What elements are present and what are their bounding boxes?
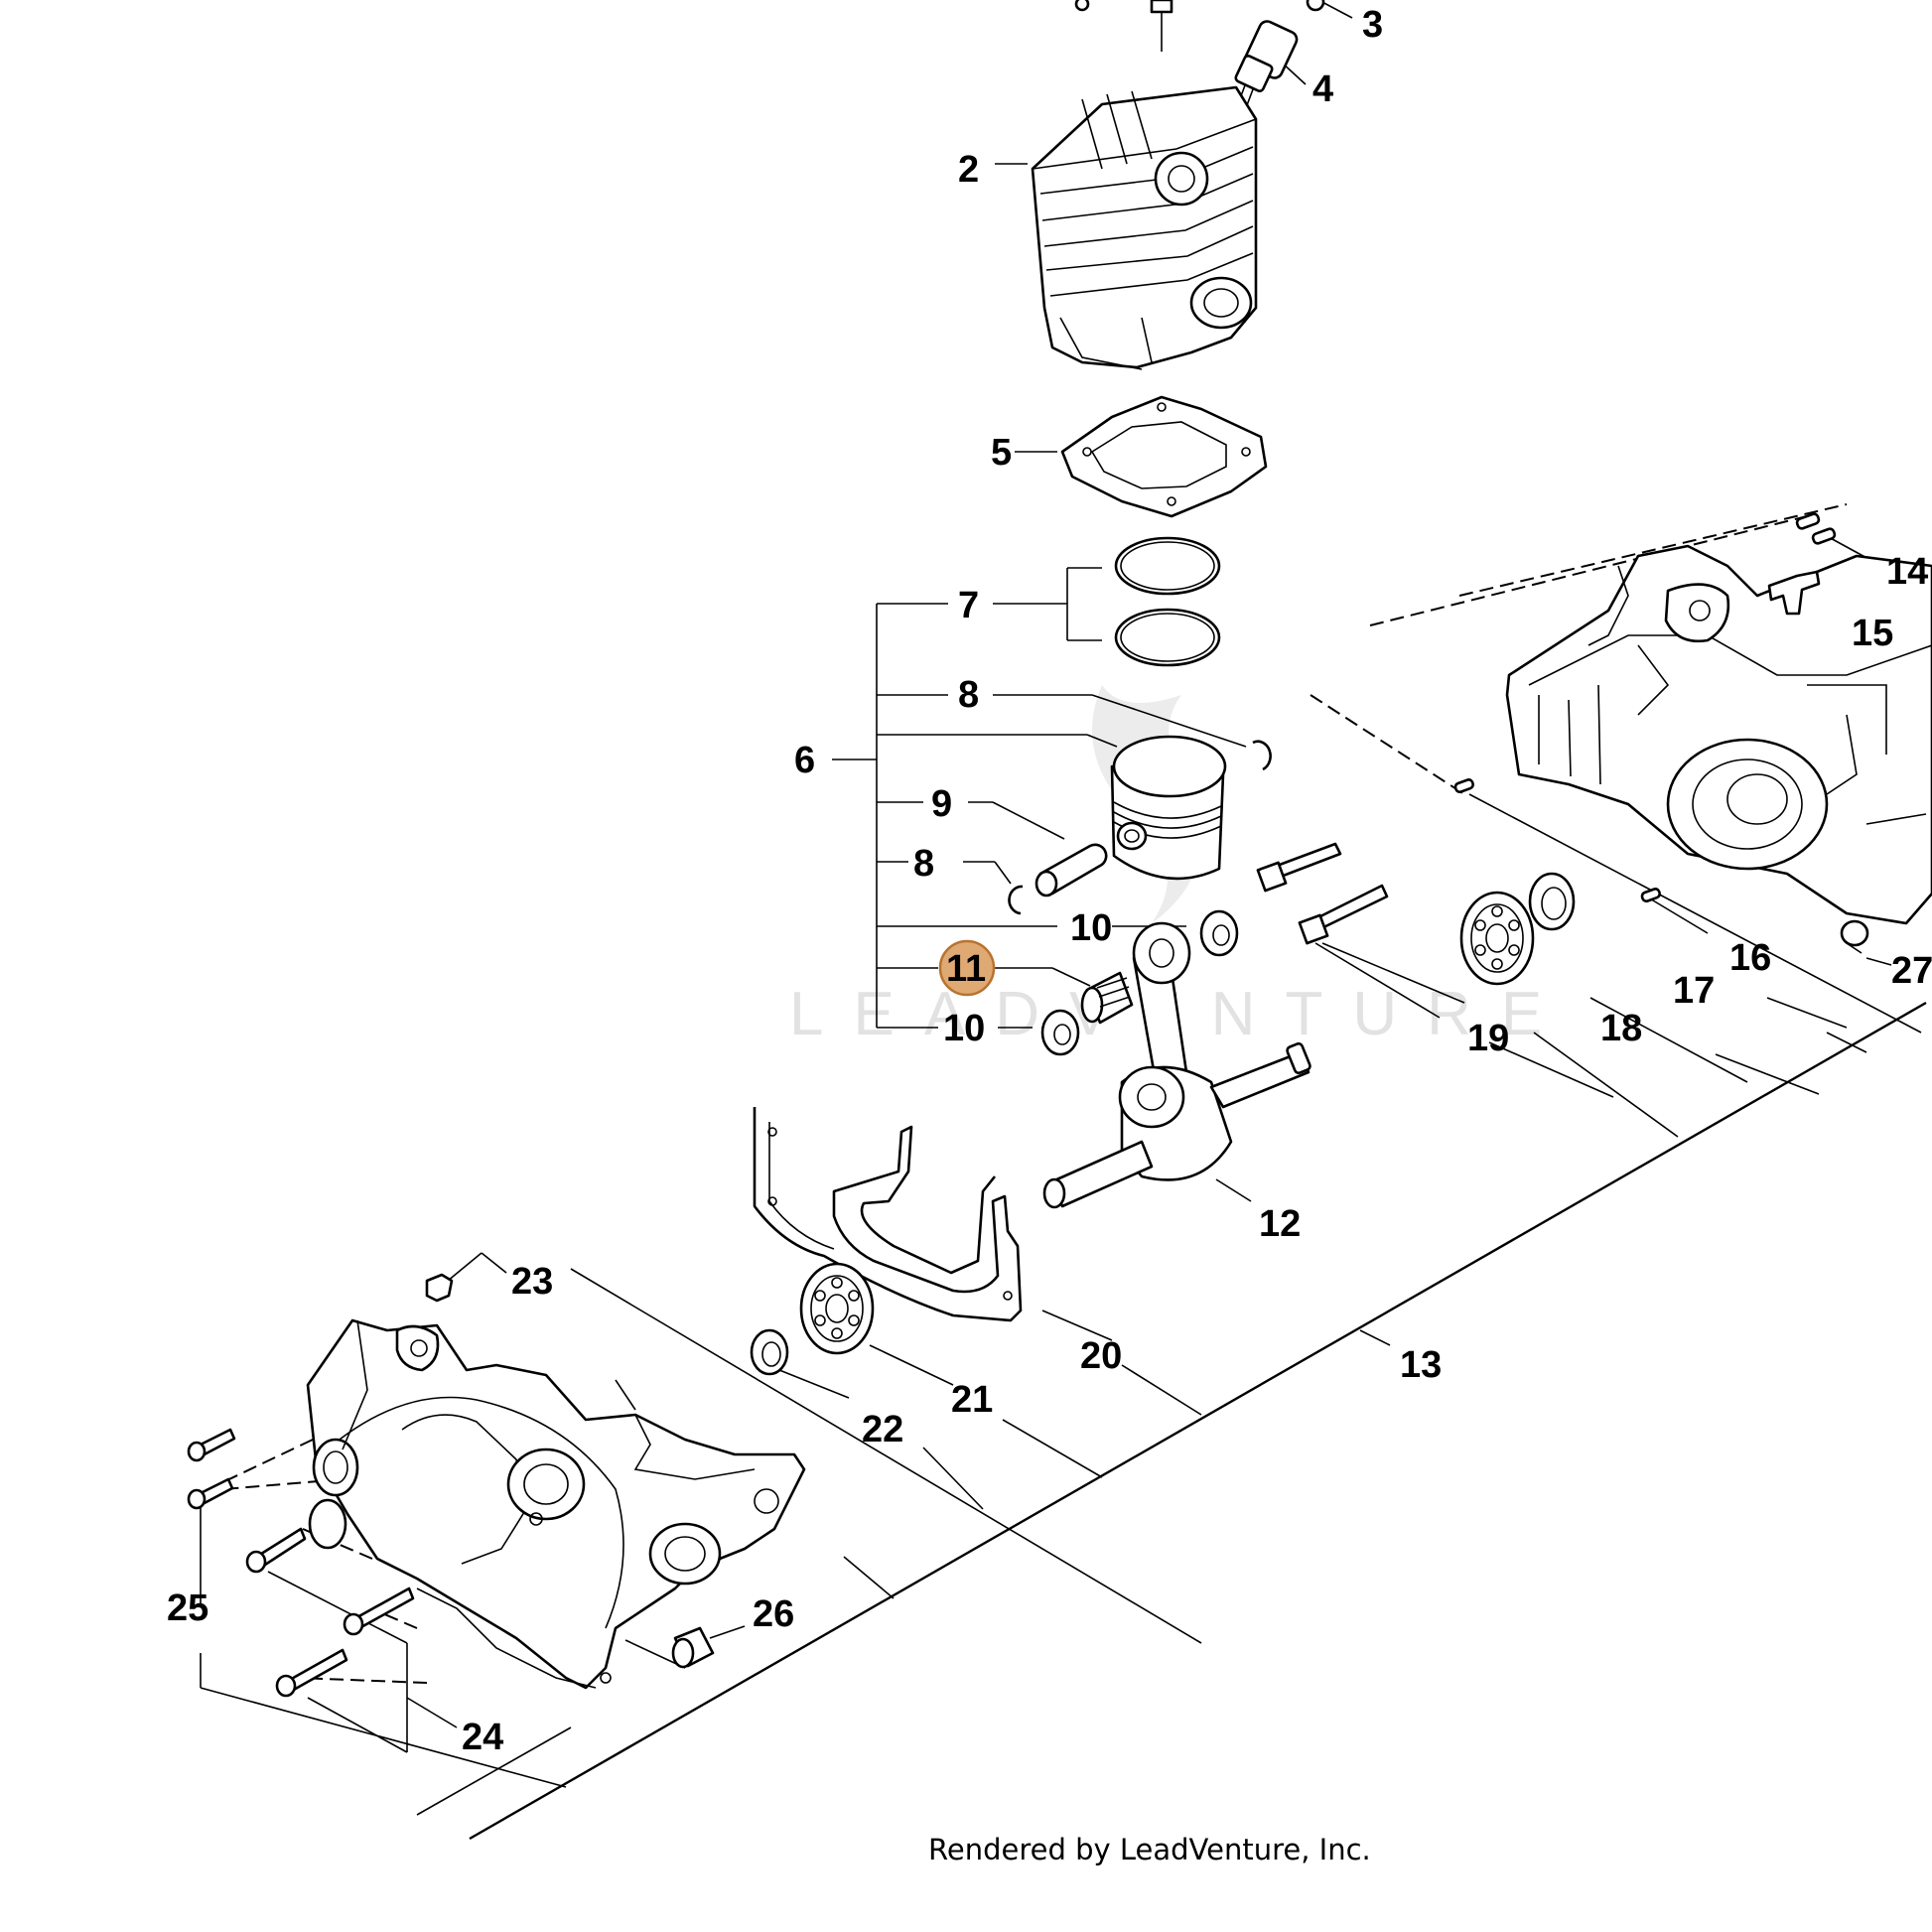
callout-13[interactable]: 13 bbox=[1400, 1344, 1442, 1386]
cylinder-screws bbox=[1256, 842, 1389, 945]
piston-rings bbox=[1114, 536, 1221, 667]
callout-9[interactable]: 9 bbox=[931, 783, 952, 825]
callout-2[interactable]: 2 bbox=[958, 149, 979, 191]
callout-8-upper[interactable]: 8 bbox=[958, 674, 979, 716]
callout-24[interactable]: 24 bbox=[462, 1717, 503, 1758]
callout-19[interactable]: 19 bbox=[1467, 1018, 1509, 1059]
leader-lines bbox=[200, 0, 1927, 1841]
callout-8-lower[interactable]: 8 bbox=[913, 843, 934, 885]
callout-10-lower[interactable]: 10 bbox=[943, 1008, 985, 1049]
callout-labels: 3 4 2 5 7 8 6 9 8 10 11 10 12 13 14 15 1… bbox=[167, 4, 1932, 1758]
elbow-fitting bbox=[1767, 570, 1821, 616]
callout-17[interactable]: 17 bbox=[1673, 970, 1715, 1012]
callout-18[interactable]: 18 bbox=[1600, 1008, 1642, 1049]
highlight-marker[interactable] bbox=[938, 939, 996, 997]
circlip-upper bbox=[1252, 740, 1272, 771]
callout-23[interactable]: 23 bbox=[511, 1261, 553, 1303]
crankcase-gasket bbox=[753, 1107, 1023, 1322]
callout-14[interactable]: 14 bbox=[1886, 551, 1928, 593]
cylinder bbox=[1031, 85, 1258, 370]
footer-credit: Rendered by LeadVenture, Inc. bbox=[928, 1833, 1371, 1866]
callout-20[interactable]: 20 bbox=[1080, 1335, 1122, 1377]
plug-left bbox=[425, 1273, 454, 1303]
needle-cage bbox=[1080, 971, 1134, 1025]
callout-7[interactable]: 7 bbox=[958, 585, 979, 626]
piston bbox=[1110, 735, 1227, 881]
callout-12[interactable]: 12 bbox=[1259, 1203, 1301, 1245]
callout-6[interactable]: 6 bbox=[794, 740, 815, 781]
cylinder-gasket bbox=[1060, 395, 1268, 518]
dowel-pins bbox=[1453, 512, 1837, 903]
oil-seal-left bbox=[750, 1328, 789, 1376]
callout-4[interactable]: 4 bbox=[1312, 69, 1333, 110]
callout-22[interactable]: 22 bbox=[862, 1409, 903, 1450]
circlip-lower bbox=[1008, 885, 1024, 915]
callout-5[interactable]: 5 bbox=[991, 432, 1012, 474]
ball-bearing-left bbox=[799, 1262, 875, 1355]
callout-21[interactable]: 21 bbox=[951, 1379, 993, 1421]
callout-10-upper[interactable]: 10 bbox=[1070, 907, 1112, 949]
callout-16[interactable]: 16 bbox=[1729, 937, 1771, 979]
thrust-washer-lower bbox=[1040, 1009, 1080, 1056]
sleeve-26 bbox=[671, 1626, 715, 1669]
plug-right bbox=[1840, 919, 1869, 947]
callout-11[interactable]: 11 bbox=[946, 948, 986, 990]
oil-seal-right bbox=[1528, 872, 1576, 931]
callout-26[interactable]: 26 bbox=[753, 1593, 794, 1635]
crankcase-left bbox=[306, 1318, 806, 1690]
crankshaft bbox=[1042, 921, 1311, 1209]
callout-25[interactable]: 25 bbox=[167, 1587, 208, 1629]
piston-pin bbox=[1035, 843, 1108, 897]
crankcase-screws-left bbox=[187, 1428, 415, 1698]
callout-27[interactable]: 27 bbox=[1891, 950, 1932, 992]
callout-3[interactable]: 3 bbox=[1362, 4, 1383, 46]
thrust-washer-upper bbox=[1199, 909, 1239, 957]
ball-bearing-right bbox=[1459, 891, 1535, 986]
crankcase-right bbox=[1505, 544, 1932, 925]
callout-15[interactable]: 15 bbox=[1852, 613, 1893, 654]
decompression-valve bbox=[1074, 0, 1325, 114]
